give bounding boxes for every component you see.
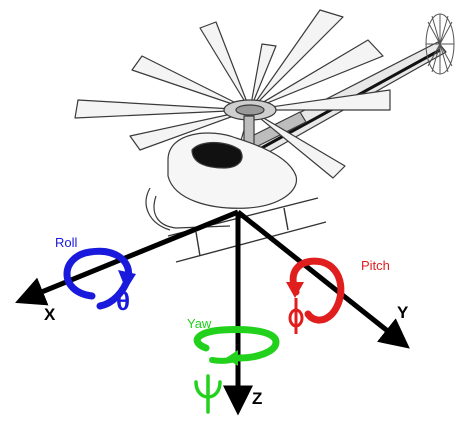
yaw-rotation-arrow (193, 326, 280, 366)
cabin (145, 132, 297, 231)
x-axis (15, 209, 239, 306)
roll-label: Roll (55, 235, 78, 250)
x-axis-label: X (44, 305, 56, 324)
z-axis-label: Z (252, 389, 262, 408)
tail-rotor (425, 13, 455, 75)
roll-rotation-arrow (63, 247, 136, 310)
roll-symbol: θ (116, 286, 130, 316)
pitch-rotation-arrow (286, 257, 345, 324)
helicopter-illustration (74, 9, 455, 263)
pitch-label: Pitch (361, 258, 390, 273)
yaw-symbol-glyph (194, 374, 222, 414)
y-axis (236, 210, 410, 349)
pitch-symbol-glyph (288, 298, 304, 334)
axes (15, 209, 410, 416)
y-axis-label: Y (397, 303, 409, 322)
yaw-label: Yaw (187, 316, 212, 331)
